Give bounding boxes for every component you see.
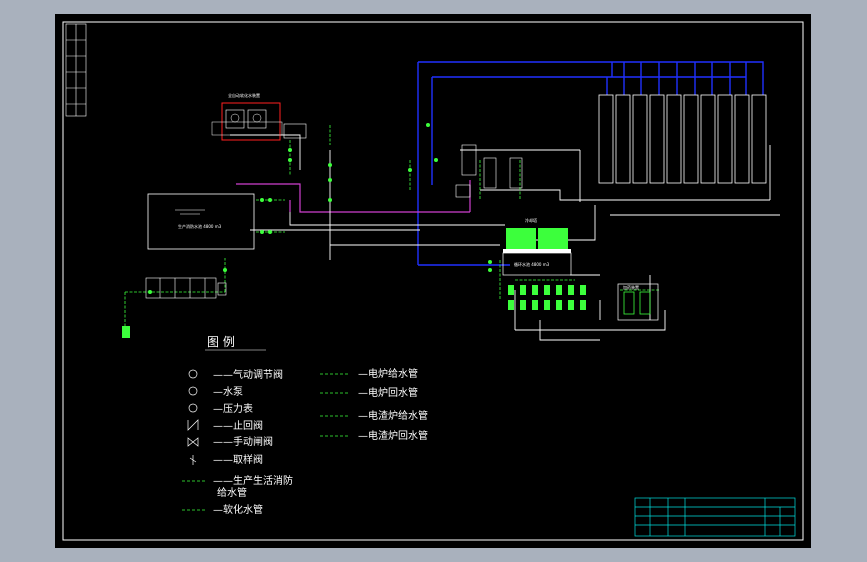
pool-label: 生产消防水池 4800 m3 [178, 223, 222, 229]
legend-item-6: ——生产生活消防 [213, 474, 293, 487]
left-stamp-strip [65, 23, 87, 117]
supply-pipes [417, 61, 764, 266]
legend-title: 图 例 [207, 335, 235, 349]
legend-item-3: ——止回阀 [213, 419, 263, 432]
drawing-border [62, 21, 804, 541]
dosing-label: 加药装置 [623, 284, 639, 290]
cooling-towers: 冷却塔 [503, 217, 571, 253]
cooling-tower-label: 冷却塔 [525, 217, 537, 223]
legend-item-4: ——手动闸阀 [213, 435, 273, 448]
softener-unit: 全自动软化水装置 [211, 92, 307, 141]
fire-water-pool: 生产消防水池 4800 m3 [147, 193, 255, 250]
pipe-legend-1: —电炉回水管 [358, 386, 418, 399]
check-valve-icon [187, 419, 199, 431]
legend-item-1: —水泵 [213, 386, 243, 398]
pump-icon [188, 386, 198, 396]
pump-bottom-left [122, 326, 130, 338]
filter-unit [145, 277, 227, 299]
pipe-legend-3: —电渣炉回水管 [358, 429, 428, 442]
green-pipes [124, 125, 660, 330]
furnace-columns [598, 94, 767, 184]
sampling-valve-icon [189, 455, 197, 465]
pressure-gauge-icon [188, 403, 198, 413]
pipe-legend-0: —电炉给水管 [358, 367, 418, 380]
drawing-sheet [55, 14, 811, 548]
title-block [634, 497, 796, 537]
legend: 图 例 ——气动调节阀 —水泵 —压力表 ——止回阀 ——手动闸阀 ——取样阀 … [182, 335, 428, 516]
legend-item-5: ——取样阀 [213, 453, 263, 466]
dosing-unit: 加药装置 [617, 283, 659, 321]
pneumatic-valve-icon [188, 369, 198, 379]
legend-item-0: ——气动调节阀 [213, 368, 283, 381]
central-vessels [455, 144, 523, 198]
legend-item-7: —软化水管 [213, 503, 263, 516]
legend-item-2: —压力表 [213, 402, 253, 415]
pump-array [508, 285, 586, 310]
circulating-pool: 循环水池 4800 m3 [502, 252, 572, 276]
pipe-valves [148, 123, 492, 294]
softener-label: 全自动软化水装置 [228, 92, 260, 98]
gate-valve-icon [187, 437, 199, 447]
pipe-legend-2: —电渣炉给水管 [358, 409, 428, 422]
legend-item-6-line2: 给水管 [217, 486, 247, 499]
circulating-pool-label: 循环水池 4800 m3 [514, 261, 550, 267]
